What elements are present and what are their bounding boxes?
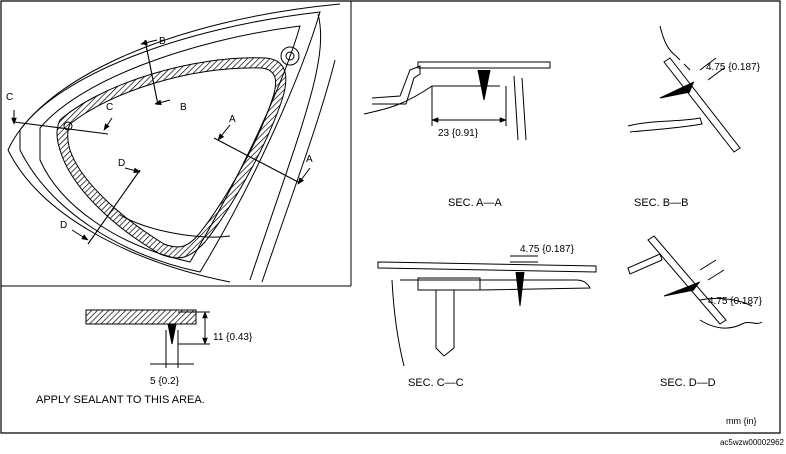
aa-sealant-bead [478,70,490,100]
bb-sealant-bead [660,82,694,98]
cc-glass [378,262,596,272]
dd-dim-label: 4.75 {0.187} [708,296,763,307]
cut-letter-b-bottom: B [180,102,187,113]
dd-sealant-bead [664,282,700,296]
aa-glass [418,62,550,68]
bb-dim-ext-2 [708,68,724,80]
dd-dim-ext-2 [708,270,724,280]
quarter-window-view [8,4,340,282]
arrow-d-bottom [72,230,89,240]
cc-clip-stem [436,290,454,356]
bb-body [660,26,680,60]
arrow-a-top [217,125,230,141]
bb-body-inner [684,64,690,70]
cut-letter-c-right: C [106,102,113,113]
cut-letter-b-top: B [159,36,166,47]
arrow-d-top [125,168,141,174]
aa-trim [514,76,526,140]
cut-letter-c-left: C [6,92,13,103]
mounting-boss-inner [286,52,294,60]
bb-glass [664,58,740,152]
cc-clip-head [418,278,480,290]
cut-letter-a-top: A [229,114,236,125]
body-line-2 [40,26,300,262]
dd-body-upper [700,298,752,306]
cut-letter-d-top: D [118,158,125,169]
body-line-1 [20,12,320,272]
section-dd-drawing [628,236,762,328]
arrow-b-top [140,40,157,46]
bead-profile [168,324,176,344]
bead-detail [86,310,210,368]
dd-glass [648,236,726,324]
cc-body [400,280,590,290]
dd-strip [628,254,662,274]
aa-dim-label: 23 {0.91} [438,128,479,139]
section-cc-label: SEC. C—C [408,377,464,389]
sealant-bead [57,58,286,258]
cc-dim-label: 4.75 {0.187} [520,244,575,255]
cc-curve-left [392,280,404,366]
bead-glass-strip [86,310,196,324]
figure-code: ac5wzw00002962 [719,438,784,447]
section-aa-drawing [364,62,550,140]
arrow-c-right [104,118,112,131]
cc-sealant-bead [516,272,524,306]
cut-arrows [11,40,310,240]
arrow-b-bottom [154,100,170,106]
sealant-note: APPLY SEALANT TO THIS AREA. [36,394,205,406]
cut-line-b [145,40,158,105]
section-aa-label: SEC. A—A [448,197,502,209]
bead-width-label: 5 {0.2} [150,376,180,387]
outer-border [1,1,780,433]
aa-panel [372,66,420,104]
cut-letter-a-bottom: A [306,154,313,165]
trim-line-right-2 [262,60,335,282]
bb-trim [628,118,702,132]
mounting-boss-outer [281,47,299,65]
body-outline-lower [8,150,230,282]
section-dd-label: SEC. D—D [660,377,716,389]
section-cc-drawing [378,256,596,366]
cut-lines [14,40,300,244]
cut-line-c [14,122,108,134]
dd-dim-ext-1 [700,260,716,270]
cut-line-a [214,138,300,183]
trim-line-right-1 [250,14,321,280]
units-label: mm {in} [726,416,757,426]
section-bb-label: SEC. B—B [634,197,688,209]
cut-line-d [88,170,140,244]
lower-panel-curve [120,215,230,237]
dd-body [700,320,762,328]
arrow-a-bottom [297,168,310,185]
section-bb-drawing [628,26,740,152]
bb-dim-ext-1 [700,58,716,70]
bead-height-label: 11 {0.43} [213,332,253,343]
bb-dim-label: 4.75 {0.187} [706,62,761,73]
cut-letter-d-bottom: D [60,220,67,231]
